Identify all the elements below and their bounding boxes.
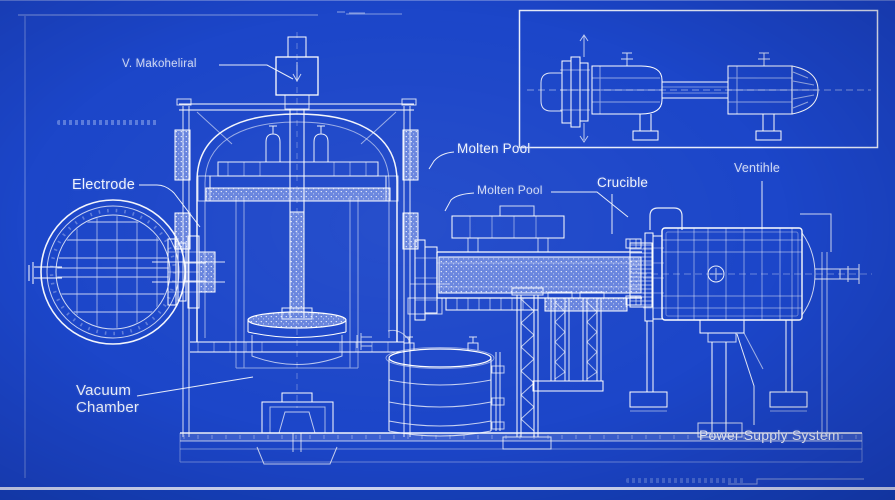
label-vacuum-chamber: Vacuum Chamber [76,382,140,417]
label-molten-pool-upper: Molten Pool [457,141,531,156]
label-material: V. Makoheliral [122,58,197,71]
sheet-frame-lines [18,11,402,478]
label-electrode: Electrode [72,177,136,193]
label-ventile: Ventihle [734,161,781,175]
sheet-bottom-bright-line [0,487,895,490]
sheet-bottom-strip [0,490,895,500]
illegible-fine-print-left [57,120,159,125]
base-rail-drawing [179,432,863,463]
power-supply-unit-drawing [625,207,872,438]
sheet-top-edge [0,0,895,1]
truss-towers-drawing [502,287,605,450]
illegible-fine-print-bottom [626,478,744,483]
cooling-tank-drawing [356,329,505,437]
label-power-supply: Power Supply System [699,427,840,443]
electrode-viewport-drawing [28,199,225,345]
inset-side-view-drawing [518,9,879,149]
label-crucible: Crucible [597,175,649,190]
leader-lines [136,64,864,485]
vacuum-chamber-drawing [174,32,450,465]
label-material-prefix: V. [122,58,133,70]
label-material-text: Makoheliral [135,58,197,70]
molten-pool-barrel-drawing [407,205,653,321]
label-molten-pool-lower: Molten Pool [477,183,543,197]
